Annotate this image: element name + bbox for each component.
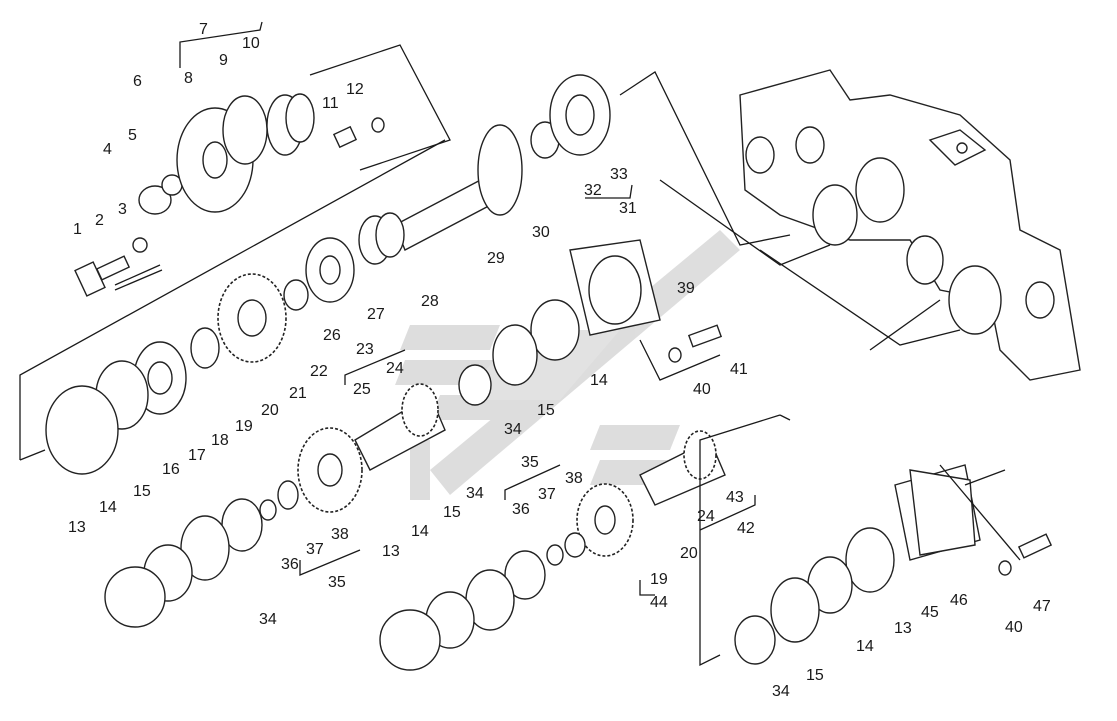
label-25: 25	[353, 381, 371, 398]
label-5: 5	[128, 127, 137, 144]
label-28: 28	[421, 293, 439, 310]
label-27: 27	[367, 306, 385, 323]
label-10: 10	[242, 35, 260, 52]
label-15c: 15	[443, 504, 461, 521]
lower-right-group	[734, 464, 1053, 665]
label-8: 8	[184, 70, 193, 87]
main-shaft-group	[394, 74, 611, 251]
label-40b: 40	[1005, 619, 1023, 636]
label-20a: 20	[261, 402, 279, 419]
label-16: 16	[162, 461, 180, 478]
label-17: 17	[188, 447, 206, 464]
label-14c: 14	[411, 523, 429, 540]
label-24a: 24	[386, 360, 404, 377]
label-9: 9	[219, 52, 228, 69]
label-34c: 34	[466, 485, 484, 502]
label-24b: 24	[697, 508, 715, 525]
gearbox-housing	[739, 69, 1081, 381]
intermediate-shaft-group	[104, 383, 446, 628]
label-43: 43	[726, 489, 744, 506]
label-31: 31	[619, 200, 637, 217]
label-38b: 38	[565, 470, 583, 487]
label-29: 29	[487, 250, 505, 267]
label-6: 6	[133, 73, 142, 90]
label-46: 46	[950, 592, 968, 609]
label-45: 45	[921, 604, 939, 621]
label-7: 7	[199, 21, 208, 38]
cover-39-group	[458, 239, 723, 406]
label-19a: 19	[235, 418, 253, 435]
label-41: 41	[730, 361, 748, 378]
label-47: 47	[1033, 598, 1051, 615]
label-30: 30	[532, 224, 550, 241]
input-flange-group	[74, 93, 385, 297]
label-20b: 20	[680, 545, 698, 562]
label-32: 32	[584, 182, 602, 199]
label-18: 18	[211, 432, 229, 449]
part-labels: 1 2 3 4 5 6 7 8 9 10 11 12 13 13 13 14 1…	[68, 21, 1051, 700]
label-19b: 19	[650, 571, 668, 588]
label-22: 22	[310, 363, 328, 380]
label-34a: 34	[259, 611, 277, 628]
label-14d: 14	[856, 638, 874, 655]
label-35b: 35	[328, 574, 346, 591]
label-15b: 15	[537, 402, 555, 419]
label-14b: 14	[590, 372, 608, 389]
label-39: 39	[677, 280, 695, 297]
label-33: 33	[610, 166, 628, 183]
label-13b: 13	[382, 543, 400, 560]
label-36b: 36	[512, 501, 530, 518]
label-12: 12	[346, 81, 364, 98]
label-42: 42	[737, 520, 755, 537]
label-37a: 37	[306, 541, 324, 558]
label-44: 44	[650, 594, 668, 611]
label-13a: 13	[68, 519, 86, 536]
leader-lines	[19, 21, 1021, 667]
label-34d: 34	[772, 683, 790, 700]
label-23: 23	[356, 341, 374, 358]
label-15a: 15	[133, 483, 151, 500]
label-4: 4	[103, 141, 112, 158]
upper-gear-train	[45, 212, 405, 475]
label-3: 3	[118, 201, 127, 218]
label-2: 2	[95, 212, 104, 229]
label-35a: 35	[521, 454, 539, 471]
label-26: 26	[323, 327, 341, 344]
label-14a: 14	[99, 499, 117, 516]
label-21: 21	[289, 385, 307, 402]
label-38a: 38	[331, 526, 349, 543]
label-40a: 40	[693, 381, 711, 398]
label-36a: 36	[281, 556, 299, 573]
lower-center-group	[379, 430, 726, 671]
label-13c: 13	[894, 620, 912, 637]
label-15d: 15	[806, 667, 824, 684]
label-34b: 34	[504, 421, 522, 438]
label-1: 1	[73, 221, 82, 238]
label-11: 11	[322, 95, 339, 112]
label-37b: 37	[538, 486, 556, 503]
